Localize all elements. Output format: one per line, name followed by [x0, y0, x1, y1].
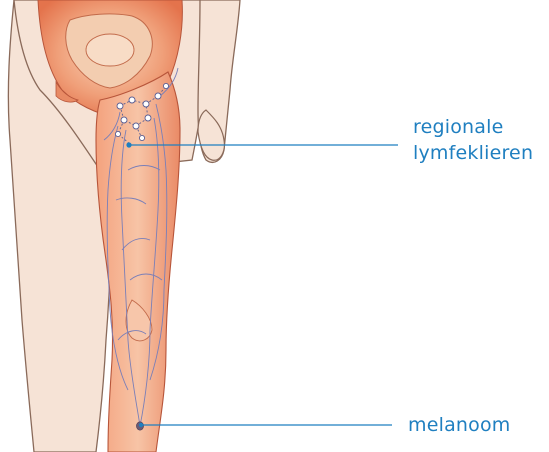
- affected-leg: [96, 72, 180, 452]
- lymph-node: [143, 101, 149, 107]
- lymph-node: [163, 83, 168, 88]
- lymph-node: [117, 103, 123, 109]
- lymph-node: [139, 135, 144, 140]
- lymph-nodes-leader-dot: [126, 142, 131, 147]
- lymph-node: [155, 93, 161, 99]
- regional-lymph-nodes-label: regionale lymfeklieren: [413, 114, 533, 166]
- lymph-nodes-label-line2: lymfeklieren: [413, 140, 533, 166]
- lymph-node: [121, 117, 127, 123]
- lymph-nodes-label-line1: regionale: [413, 114, 533, 140]
- melanoma-leader-dot: [139, 423, 143, 427]
- affected-leg-muscle: [96, 72, 180, 452]
- lymph-node: [115, 131, 120, 136]
- melanoma-label: melanoom: [408, 412, 511, 438]
- lymph-node: [145, 115, 151, 121]
- pelvic-inlet: [86, 34, 134, 66]
- lymph-node: [129, 97, 135, 103]
- lymph-node: [133, 123, 139, 129]
